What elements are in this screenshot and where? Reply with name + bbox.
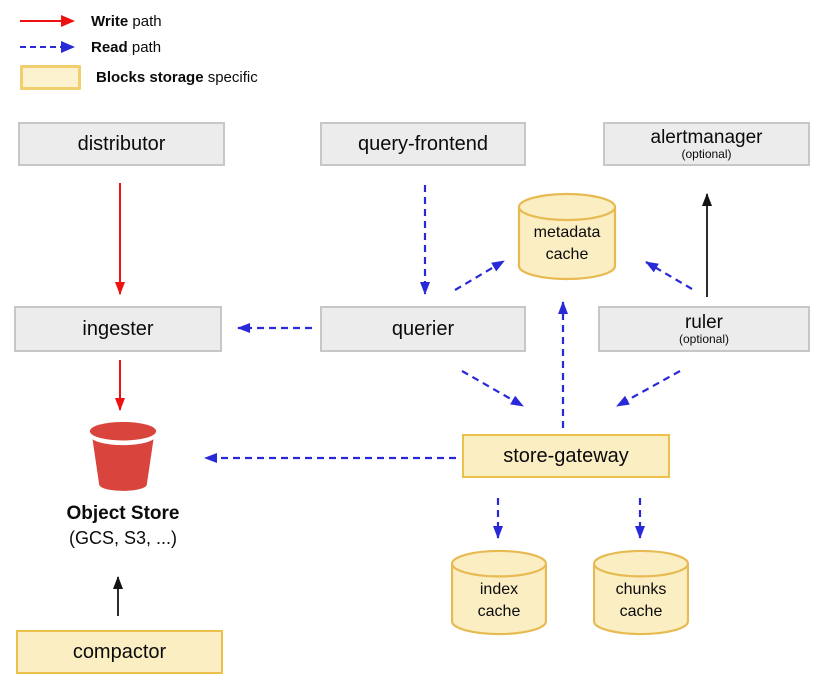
node-index-cache: index cache	[450, 549, 548, 637]
legend: Write path Read path Blocks storage spec…	[20, 8, 258, 90]
arrow-read-querier-to-metadata-cache	[454, 260, 505, 291]
node-ruler-optional: (optional)	[678, 331, 730, 346]
node-store-gateway: store-gateway	[462, 434, 670, 478]
node-alertmanager-optional: (optional)	[681, 146, 732, 161]
node-querier: querier	[320, 306, 526, 352]
node-query-frontend-label: query-frontend	[357, 133, 489, 155]
node-metadata-cache-label: metadata cache	[533, 224, 601, 263]
node-ruler: ruler (optional)	[598, 306, 810, 352]
arrow-read-querier-to-store-gateway	[461, 370, 524, 407]
blocks-storage-swatch-icon	[20, 64, 81, 90]
read-path-arrow-icon	[20, 41, 75, 53]
node-query-frontend: query-frontend	[320, 122, 526, 166]
node-alertmanager-label: alertmanager	[650, 126, 763, 148]
node-chunks-cache-label: chunks cache	[615, 581, 667, 620]
write-path-arrow-icon	[20, 15, 75, 27]
node-chunks-cache: chunks cache	[592, 549, 690, 637]
node-object-store-label: Object Store	[66, 503, 180, 524]
node-index-cache-label: index cache	[477, 581, 521, 620]
cylinder-icon	[450, 549, 548, 636]
node-metadata-cache: metadata cache	[517, 192, 617, 282]
node-ingester-label: ingester	[82, 318, 154, 340]
cylinder-icon	[517, 192, 617, 281]
legend-blocks-storage-label: Blocks storage specific	[96, 68, 258, 86]
arrow-read-ruler-to-metadata-cache	[645, 261, 693, 290]
node-compactor: compactor	[16, 630, 223, 674]
node-querier-label: querier	[391, 318, 455, 340]
arrow-read-ruler-to-store-gateway	[616, 370, 681, 407]
legend-write-path-label: Write path	[91, 12, 162, 30]
node-object-store: Object Store (GCS, S3, ...)	[45, 420, 201, 549]
legend-blocks-storage: Blocks storage specific	[20, 64, 258, 90]
node-distributor-label: distributor	[77, 133, 166, 155]
node-object-store-sublabel: (GCS, S3, ...)	[68, 528, 178, 548]
cylinder-icon	[592, 549, 690, 636]
node-distributor: distributor	[18, 122, 225, 166]
legend-read-path-label: Read path	[91, 38, 162, 56]
legend-read-path: Read path	[20, 34, 258, 60]
bucket-icon	[89, 421, 157, 491]
node-alertmanager: alertmanager (optional)	[603, 122, 810, 166]
node-store-gateway-label: store-gateway	[503, 445, 629, 467]
node-compactor-label: compactor	[72, 641, 167, 663]
node-ingester: ingester	[14, 306, 222, 352]
node-ruler-label: ruler	[684, 311, 723, 333]
legend-write-path: Write path	[20, 8, 258, 34]
